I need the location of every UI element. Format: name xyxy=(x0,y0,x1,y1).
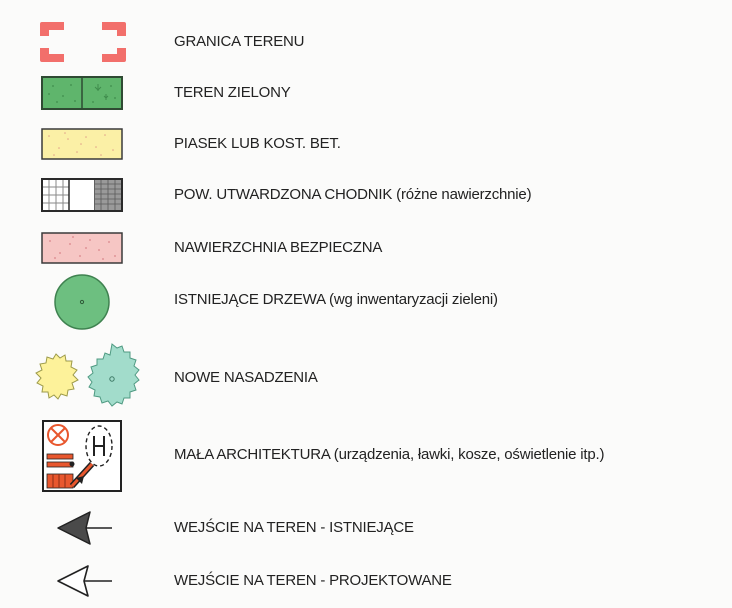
legend-label: WEJŚCIE NA TEREN - PROJEKTOWANE xyxy=(174,572,452,589)
legend-label: MAŁA ARCHITEKTURA (urządzenia, ławki, ko… xyxy=(174,446,605,463)
small-architecture-icon xyxy=(42,420,122,492)
legend-label: NAWIERZCHNIA BEZPIECZNA xyxy=(174,239,383,256)
legend-label: PIASEK LUB KOST. BET. xyxy=(174,135,341,152)
legend-item-green-area: TEREN ZIELONY xyxy=(0,76,732,112)
legend-item-sand: PIASEK LUB KOST. BET. xyxy=(0,128,732,162)
legend-label: TEREN ZIELONY xyxy=(174,84,291,101)
legend-item-boundary: GRANICA TERENU xyxy=(0,22,732,62)
legend-item-planned-entrance: WEJŚCIE NA TEREN - PROJEKTOWANE xyxy=(0,563,732,599)
existing-entrance-arrow-icon xyxy=(56,510,114,546)
legend-label: WEJŚCIE NA TEREN - ISTNIEJĄCE xyxy=(174,519,414,536)
legend-label: POW. UTWARDZONA CHODNIK (różne nawierzch… xyxy=(174,186,532,203)
legend-item-existing-entrance: WEJŚCIE NA TEREN - ISTNIEJĄCE xyxy=(0,510,732,546)
existing-tree-icon xyxy=(53,274,111,330)
legend-item-existing-trees: ISTNIEJĄCE DRZEWA (wg inwentaryzacji zie… xyxy=(0,274,732,330)
legend-label: GRANICA TERENU xyxy=(174,33,305,50)
legend-item-small-architecture: MAŁA ARCHITEKTURA (urządzenia, ławki, ko… xyxy=(0,420,732,492)
legend-item-paved-surface: POW. UTWARDZONA CHODNIK (różne nawierzch… xyxy=(0,178,732,214)
green-area-swatch-icon xyxy=(41,76,123,110)
paved-surface-swatch-icon xyxy=(41,178,123,212)
new-planting-icon xyxy=(16,340,156,416)
legend-item-new-plantings: NOWE NASADZENIA xyxy=(0,340,732,416)
legend-item-safe-surface: NAWIERZCHNIA BEZPIECZNA xyxy=(0,232,732,266)
sand-swatch-icon xyxy=(41,128,123,160)
planned-entrance-arrow-icon xyxy=(56,563,114,599)
legend-label: ISTNIEJĄCE DRZEWA (wg inwentaryzacji zie… xyxy=(174,291,498,308)
safe-surface-swatch-icon xyxy=(41,232,123,264)
legend-label: NOWE NASADZENIA xyxy=(174,369,318,386)
boundary-corners-icon xyxy=(40,22,126,62)
